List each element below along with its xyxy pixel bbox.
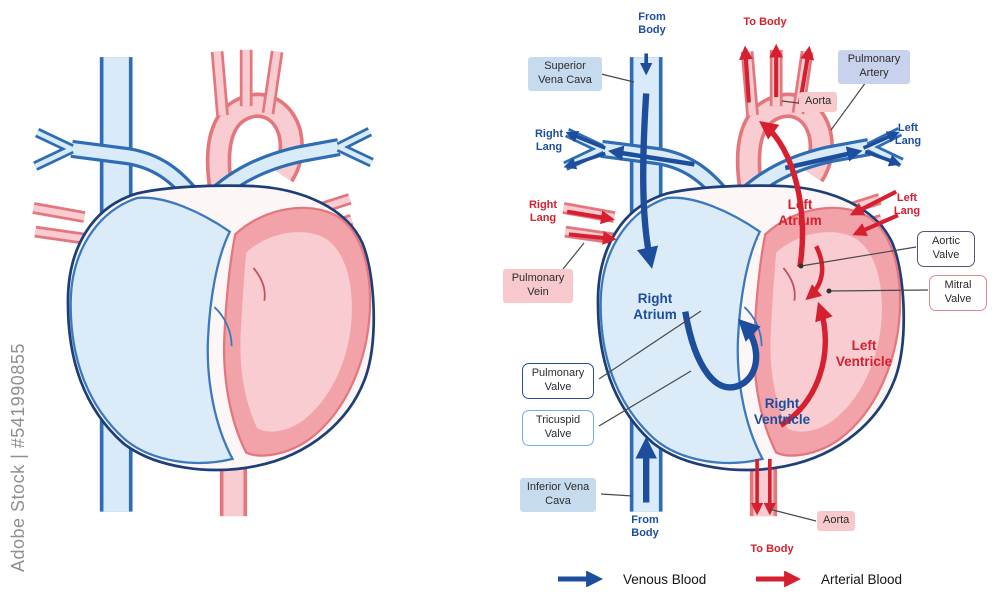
legend-venous: Venous Blood [556, 571, 706, 587]
label-left-ventricle: Left Ventricle [835, 338, 893, 369]
label-left-lang-arterial: Left Lang [893, 192, 921, 218]
label-pulmonary-artery: Pulmonary Artery [838, 50, 910, 84]
label-from-body-bottom: From Body [631, 514, 659, 540]
label-to-body-top: To Body [743, 16, 787, 28]
label-pulmonary-vein: Pulmonary Vein [503, 269, 573, 303]
label-aorta-top: Aorta [799, 92, 838, 112]
label-to-body-bottom: To Body [750, 543, 794, 555]
label-pulmonary-valve: Pulmonary Valve [522, 363, 594, 399]
label-inferior-vena-cava: Inferior Vena Cava [520, 478, 596, 512]
heart-illustration-unlabeled [28, 28, 428, 568]
stock-watermark: Adobe Stock | #541990855 [8, 343, 28, 572]
heart-illustration-labeled [558, 28, 958, 568]
label-left-atrium: Left Atrium [778, 197, 822, 228]
label-right-ventricle: Right Ventricle [753, 396, 811, 427]
venous-arrow-icon [558, 571, 604, 587]
label-right-atrium: Right Atrium [633, 291, 677, 322]
label-aortic-valve: Aortic Valve [917, 231, 975, 267]
label-mitral-valve: Mitral Valve [929, 275, 987, 311]
label-left-lang-venous: Left Lang [894, 122, 922, 148]
label-from-body-top: From Body [638, 11, 666, 37]
label-right-lang-arterial: Right Lang [528, 199, 558, 225]
label-right-lang-venous: Right Lang [534, 128, 564, 154]
legend-arterial: Arterial Blood [754, 571, 902, 587]
label-superior-vena-cava: Superior Vena Cava [528, 57, 602, 91]
label-aorta-bottom: Aorta [817, 511, 856, 531]
legend-venous-label: Venous Blood [623, 571, 707, 587]
label-tricuspid-valve: Tricuspid Valve [522, 410, 594, 446]
arterial-arrow-icon [756, 571, 802, 587]
legend-arterial-label: Arterial Blood [821, 571, 903, 587]
